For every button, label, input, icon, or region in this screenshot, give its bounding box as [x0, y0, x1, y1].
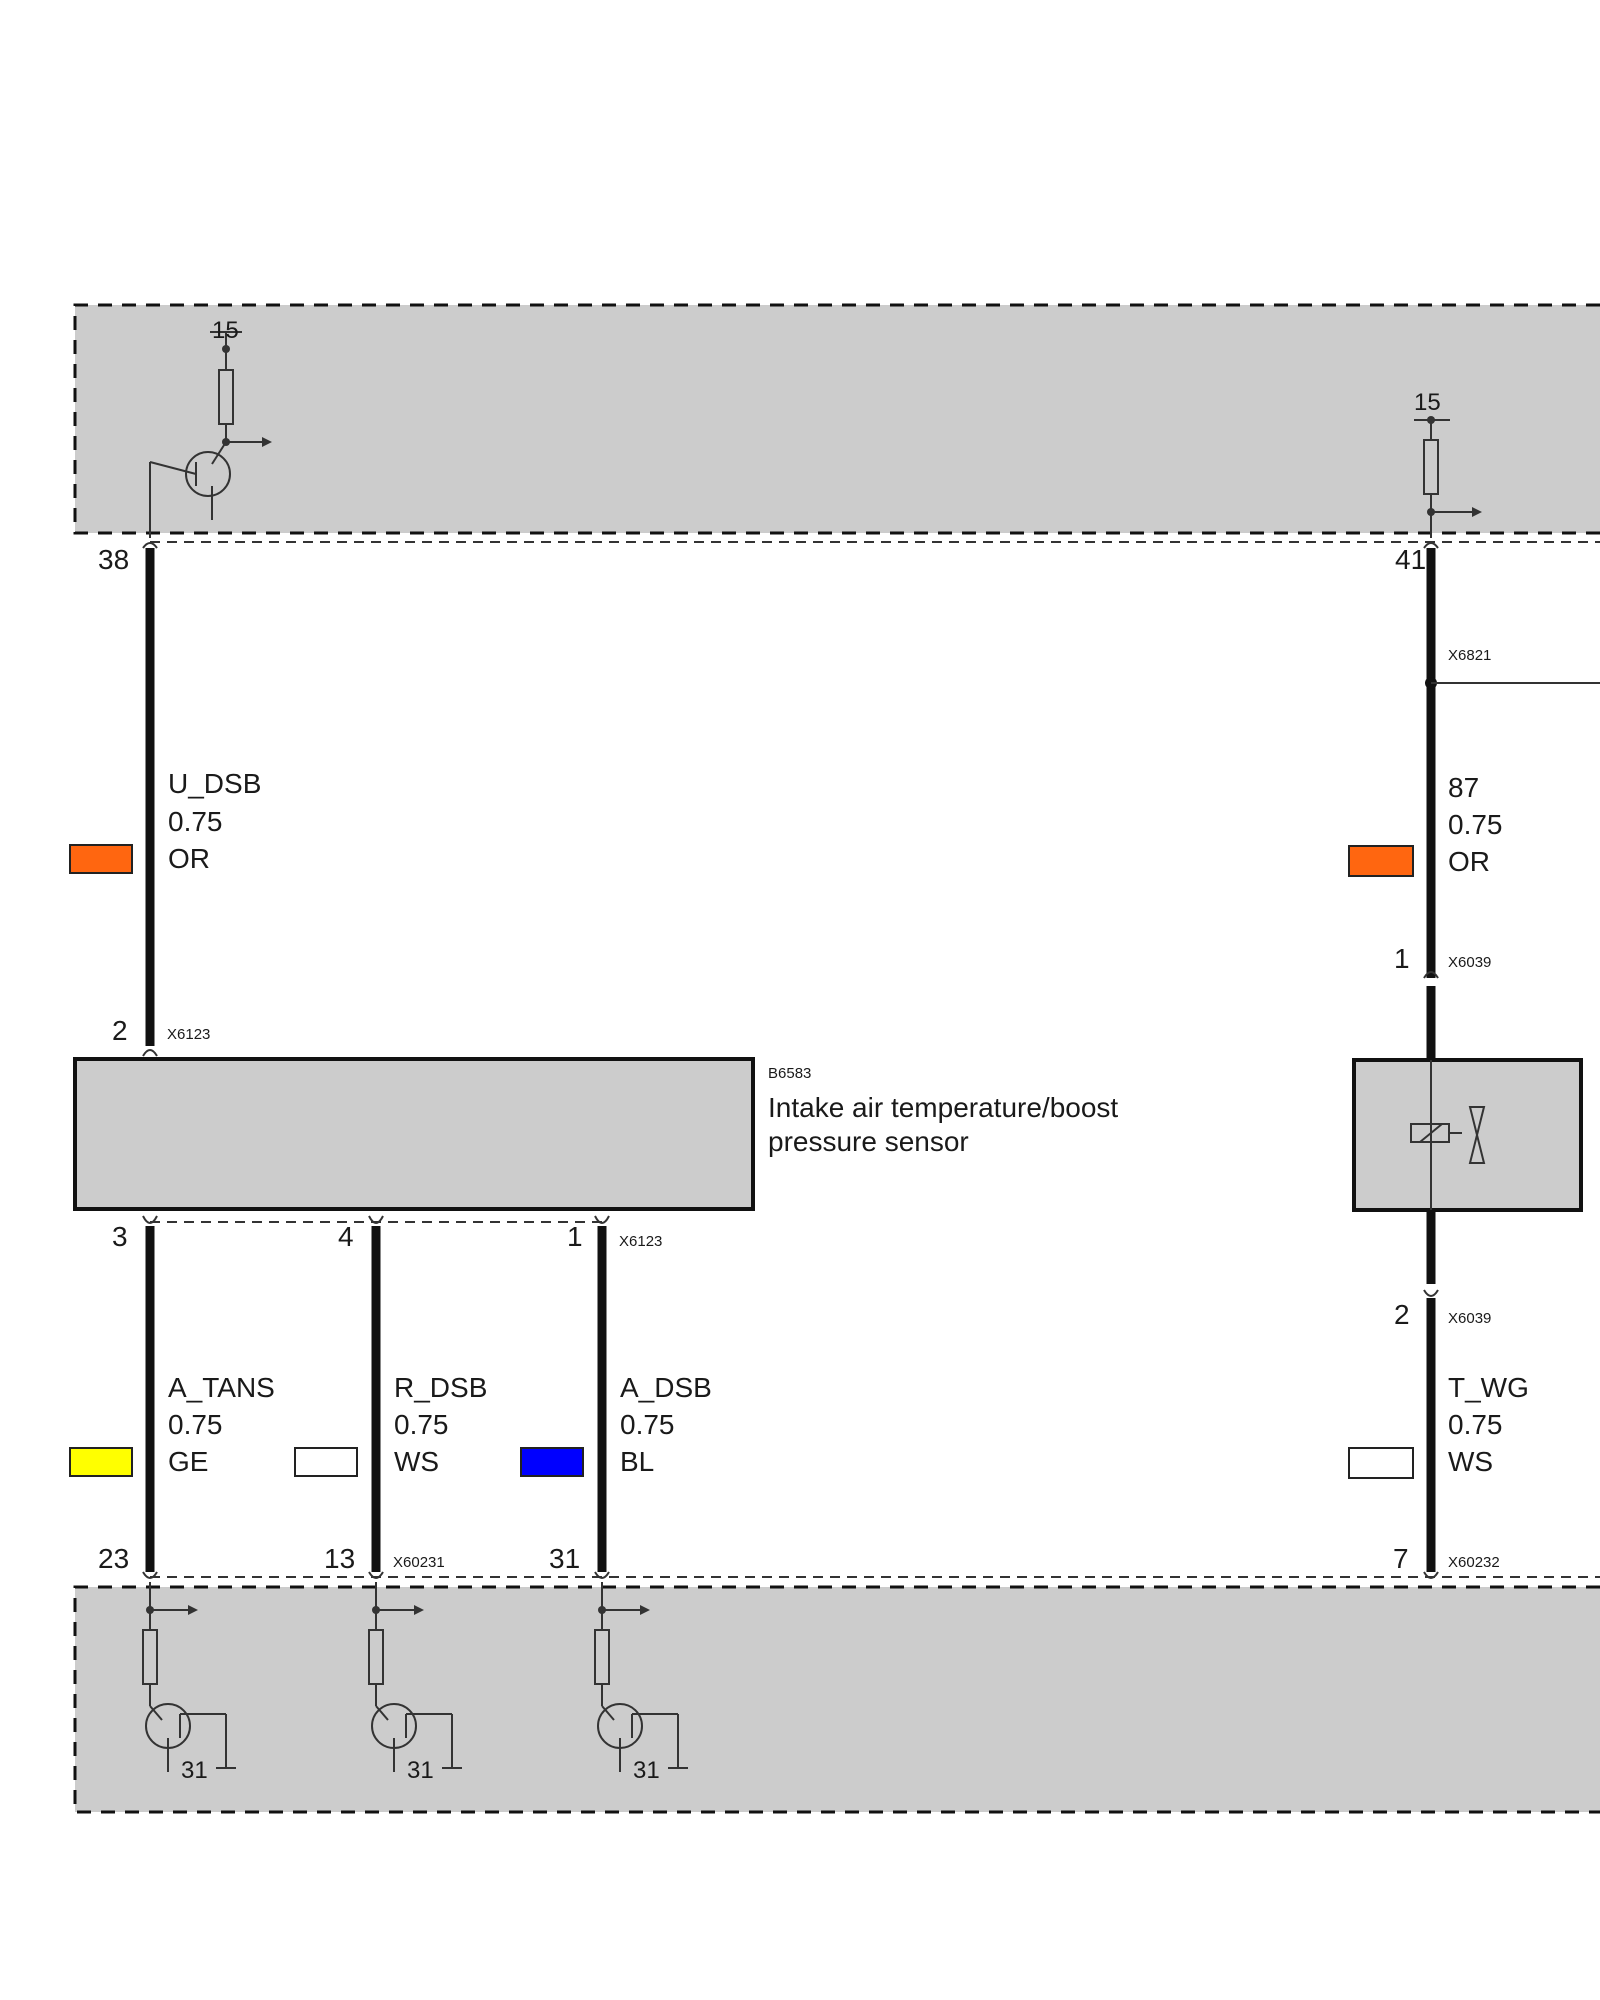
ecu-output-stage-left: [149, 331, 272, 538]
wire-color-swatch-bl: [520, 1447, 584, 1477]
wire-u-dsb-name: U_DSB: [168, 768, 261, 799]
wire-r-dsb-name: R_DSB: [394, 1372, 487, 1403]
supply-label-15-right: 15: [1414, 389, 1441, 416]
pin-23: 23: [98, 1543, 129, 1574]
pin-13: 13: [324, 1543, 355, 1574]
wire-color-swatch-or-left: [69, 844, 133, 874]
wire-r-dsb-color: WS: [394, 1446, 439, 1477]
connector-x6123-top: X6123: [167, 1026, 210, 1043]
wire-87-name: 87: [1448, 772, 1479, 803]
connector-x6821: X6821: [1448, 647, 1491, 664]
connector-x6123-bottom: X6123: [619, 1233, 662, 1250]
wire-t-wg-name: T_WG: [1448, 1372, 1529, 1403]
connector-x6039-top: X6039: [1448, 954, 1491, 971]
wire-t-wg-size: 0.75: [1448, 1409, 1503, 1440]
wire-r-dsb-size: 0.75: [394, 1409, 449, 1440]
wire-t-wg-color: WS: [1448, 1446, 1493, 1477]
ecu-output-stage-right: [1414, 416, 1482, 538]
pin-41: 41: [1395, 544, 1426, 575]
connector-x60231: X60231: [393, 1554, 445, 1571]
pin-31: 31: [549, 1543, 580, 1574]
wire-color-swatch-or-right: [1348, 845, 1414, 877]
pin-7: 7: [1393, 1543, 1409, 1574]
pin-sensor-1: 1: [567, 1221, 583, 1252]
wire-color-swatch-ge: [69, 1447, 133, 1477]
pin-sensor-4: 4: [338, 1221, 354, 1252]
connector-x60232: X60232: [1448, 1554, 1500, 1571]
wire-color-swatch-ws-right: [1348, 1447, 1414, 1479]
ground-label-31-2: 31: [407, 1757, 434, 1784]
pin-38: 38: [98, 544, 129, 575]
sensor-name-line1: Intake air temperature/boost: [768, 1092, 1118, 1123]
wire-u-dsb-color: OR: [168, 843, 210, 874]
connector-x6039-bottom: X6039: [1448, 1310, 1491, 1327]
wire-color-swatch-ws-left: [294, 1447, 358, 1477]
pin-sensor-3: 3: [112, 1221, 128, 1252]
ground-label-31-1: 31: [181, 1757, 208, 1784]
wire-87-color: OR: [1448, 846, 1490, 877]
ecu-input-stage-1: [142, 1582, 236, 1772]
control-unit-top: [73, 303, 1600, 543]
wire-a-dsb-size: 0.75: [620, 1409, 675, 1440]
pin-valve-2: 2: [1394, 1299, 1410, 1330]
ecu-input-stage-3: [594, 1582, 688, 1772]
wastegate-valve: [1352, 1058, 1583, 1212]
ground-label-31-3: 31: [633, 1757, 660, 1784]
wire-a-tans-color: GE: [168, 1446, 208, 1477]
control-unit-bottom: [73, 1576, 1600, 1814]
ecu-input-stage-2: [368, 1582, 462, 1772]
wire-a-dsb-color: BL: [620, 1446, 654, 1477]
pin-valve-1: 1: [1394, 943, 1410, 974]
wire-a-tans-size: 0.75: [168, 1409, 223, 1440]
wire-a-dsb-name: A_DSB: [620, 1372, 712, 1403]
wire-u-dsb-size: 0.75: [168, 806, 223, 837]
wire-87-size: 0.75: [1448, 809, 1503, 840]
sensor-name-line2: pressure sensor: [768, 1126, 969, 1157]
supply-label-15-left: 15: [212, 317, 239, 344]
sensor-id: B6583: [768, 1065, 811, 1082]
wire-a-tans-name: A_TANS: [168, 1372, 275, 1403]
pin-sensor-2: 2: [112, 1015, 128, 1046]
intake-air-sensor-box: [73, 1057, 755, 1211]
